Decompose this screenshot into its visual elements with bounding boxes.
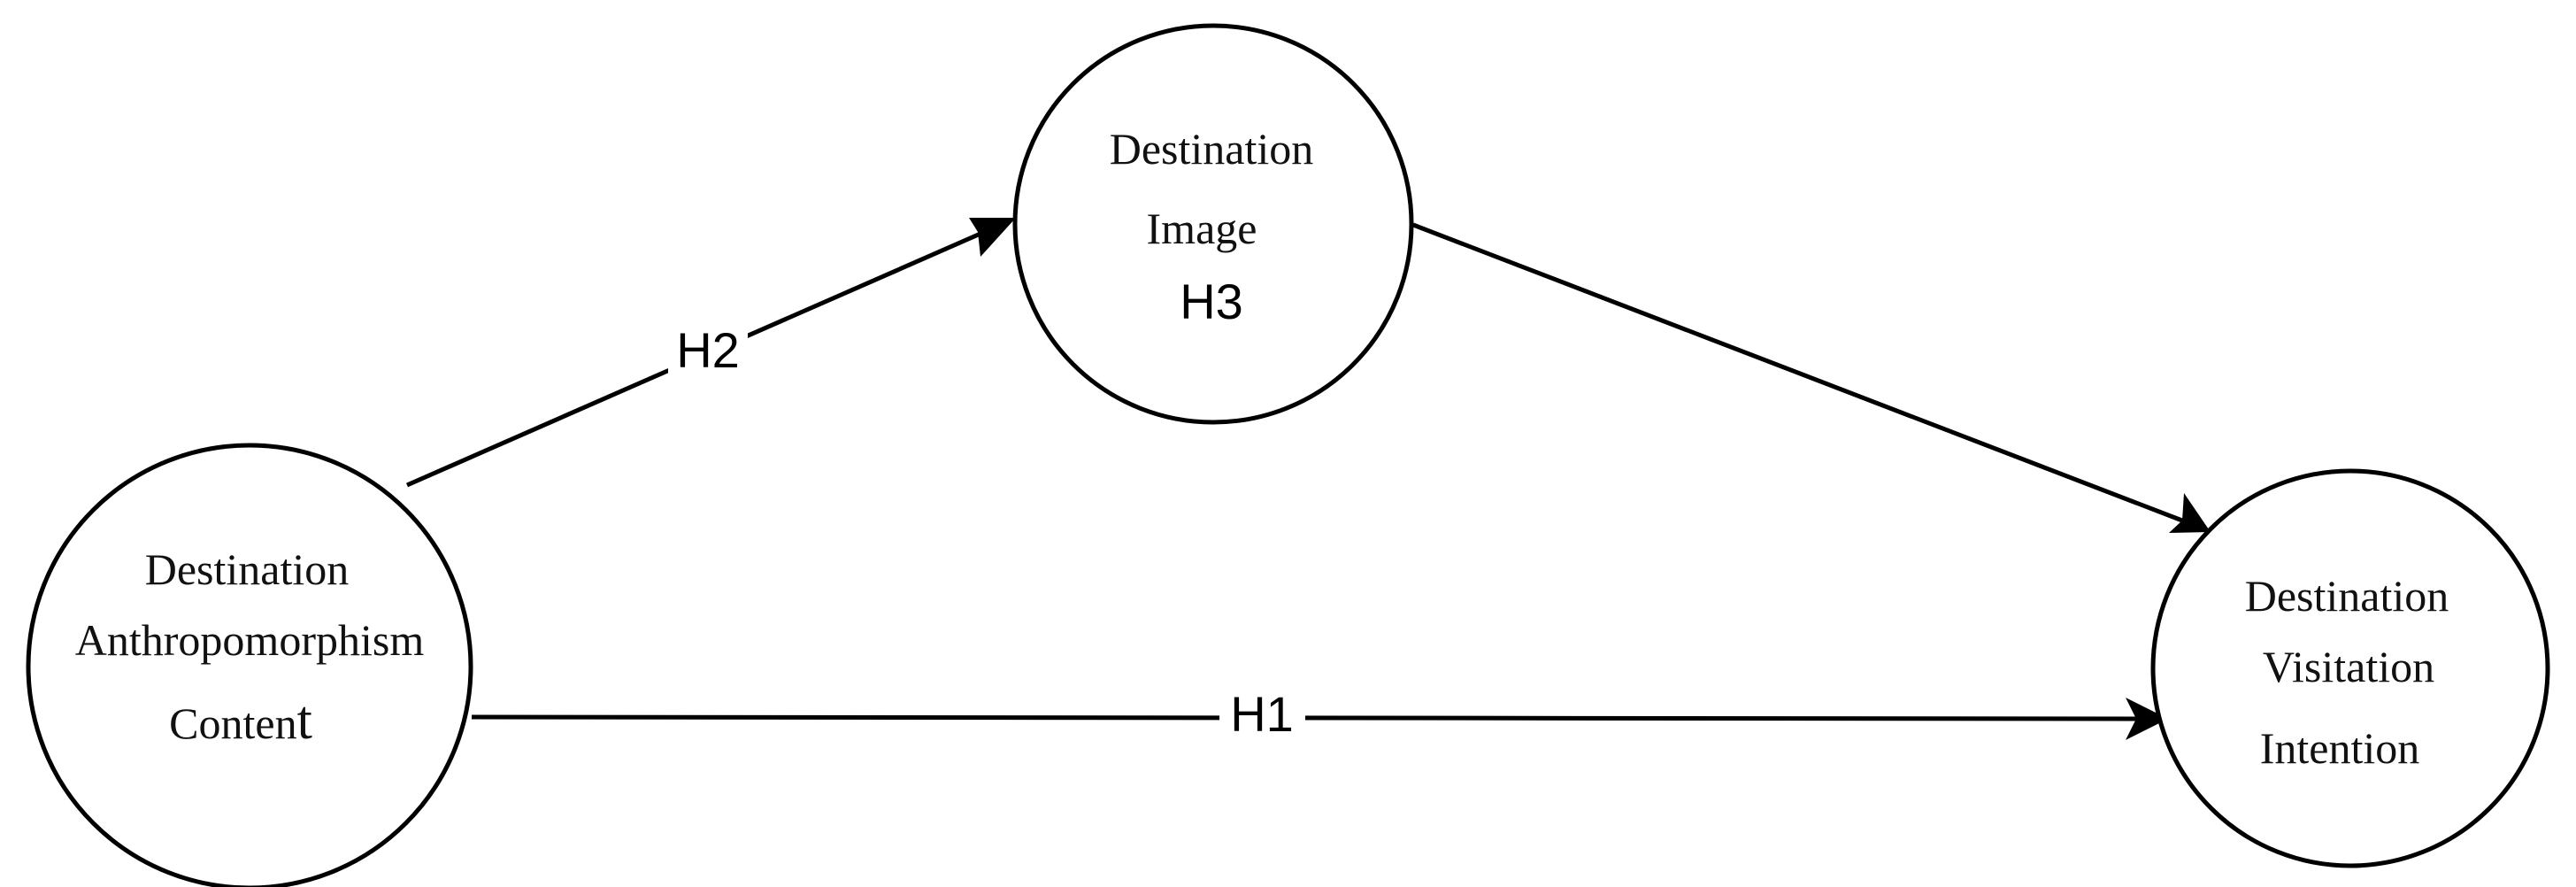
node-anthropomorphism-content-line3: Content [169, 690, 312, 751]
node-anthropomorphism-content-line3-main: Conten [169, 698, 296, 748]
edge-h1-line [471, 714, 2142, 721]
node-anthropomorphism-content-line3-end: t [297, 690, 312, 751]
edge-h2: H2 [405, 218, 1016, 488]
node-visitation-intention-line1: Destination [2245, 571, 2449, 621]
edge-h2-label-bg [668, 319, 748, 381]
edge-h1: H1 [471, 683, 2168, 745]
node-visitation-intention-line2: Visitation [2263, 642, 2434, 691]
node-destination-image-line2: Image [1147, 204, 1257, 253]
node-visitation-intention-line3: Intention [2260, 723, 2420, 773]
edge-h2-arrowhead [969, 218, 1016, 257]
node-visitation-intention: Destination Visitation Intention [2150, 468, 2550, 868]
node-destination-image: Destination Image H3 [1012, 23, 1414, 425]
node-destination-image-line1: Destination [1110, 124, 1314, 174]
node-anthropomorphism-content-circle [26, 443, 473, 887]
node-visitation-intention-circle [2150, 468, 2550, 868]
edge-h3-label: H3 [1180, 274, 1243, 329]
edge-image-to-intention-arrowhead [2169, 493, 2211, 533]
edge-image-to-intention [1412, 222, 2211, 533]
edge-h1-label: H1 [1230, 686, 1294, 742]
edge-h2-label: H2 [676, 322, 740, 378]
edge-h1-arrowhead [2126, 698, 2168, 740]
node-anthropomorphism-content: Destination Anthropomorphism Content [26, 443, 473, 887]
edge-h1-label-bg [1219, 683, 1305, 745]
node-anthropomorphism-content-line2: Anthropomorphism [75, 615, 425, 665]
node-anthropomorphism-content-line1: Destination [145, 544, 350, 594]
node-destination-image-circle [1012, 23, 1414, 425]
edge-image-to-intention-line [1412, 222, 2183, 523]
